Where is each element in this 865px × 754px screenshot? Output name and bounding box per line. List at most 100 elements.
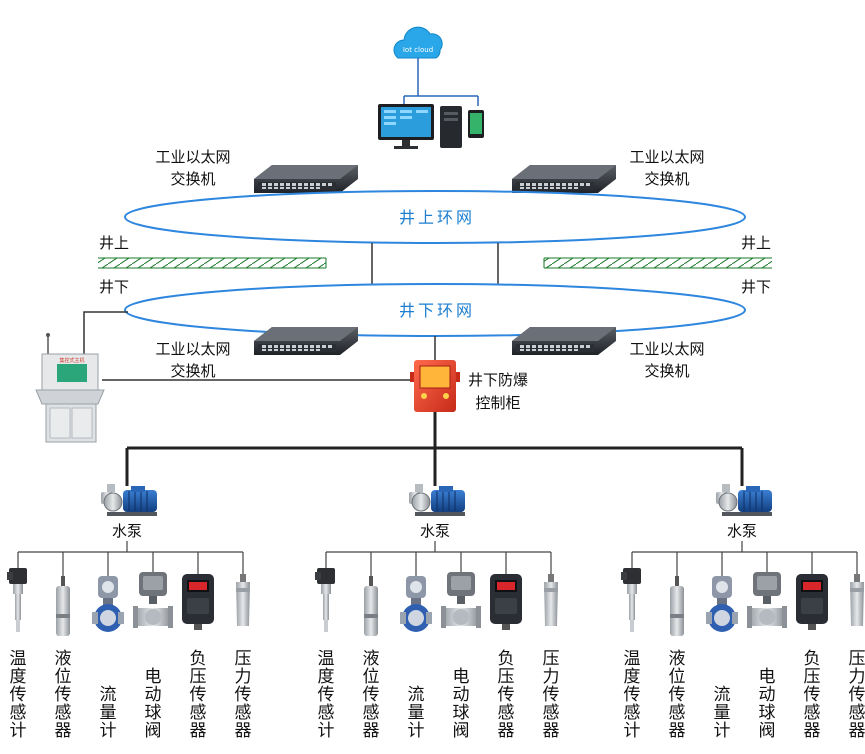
- console-ring-link: [84, 312, 128, 356]
- negpressure-sensor-label-char: 压: [498, 667, 515, 687]
- ground-below-right: 井下: [741, 278, 771, 296]
- level-sensor-label-char: 液: [669, 649, 686, 669]
- negpressure-sensor-label-char: 传: [804, 685, 821, 705]
- pressure-sensor-label-char: 力: [235, 667, 252, 687]
- flow-sensor-label-char: 计: [100, 721, 117, 741]
- pressure-sensor-label-char: 压: [849, 649, 865, 669]
- water-pump-icon: [409, 484, 465, 516]
- temperature-sensor-icon: [7, 568, 27, 632]
- control-console-icon: 集控式主机: [36, 333, 104, 442]
- flow-sensor-icon: [92, 576, 124, 632]
- pressure-sensor-label-char: 器: [235, 721, 252, 741]
- ground-surface-left: [98, 258, 326, 268]
- negpressure-sensor-label-char: 感: [804, 703, 821, 723]
- switch-bottom-left-label-1: 工业以太网: [155, 340, 230, 358]
- temperature-sensor-label-char: 度: [318, 667, 335, 687]
- negpressure-sensor-label-char: 传: [190, 685, 207, 705]
- level-sensor-label-char: 传: [55, 685, 72, 705]
- flow-sensor-label-char: 量: [408, 703, 425, 723]
- level-sensor-label-char: 液: [55, 649, 72, 669]
- pressure-sensor-label-char: 传: [543, 685, 560, 705]
- valve-sensor-label-char: 动: [145, 685, 162, 705]
- workstation-icon: [378, 104, 484, 149]
- level-sensor-icon: [364, 576, 378, 636]
- level-sensor-label-char: 器: [363, 721, 380, 741]
- switch-bottom-right-icon: [512, 327, 616, 355]
- switch-top-left-label-2: 交换机: [170, 170, 215, 188]
- pressure-sensor-label-char: 力: [543, 667, 560, 687]
- ground-below-left: 井下: [99, 278, 129, 296]
- negpressure-sensor-label-char: 压: [804, 667, 821, 687]
- negpressure-sensor-label-char: 负: [804, 649, 821, 669]
- ground-surface-right: [544, 258, 772, 268]
- level-sensor-label-char: 传: [669, 685, 686, 705]
- pressure-sensor-label-char: 传: [235, 685, 252, 705]
- valve-sensor-icon: [747, 572, 787, 628]
- level-sensor-icon: [56, 576, 70, 636]
- switch-bottom-right-label-2: 交换机: [644, 362, 689, 380]
- level-sensor-label-char: 位: [55, 667, 72, 687]
- cabinet-label-1: 井下防爆: [468, 371, 528, 389]
- flow-sensor-label-char: 量: [100, 703, 117, 723]
- console-screen-label: 集控式主机: [59, 357, 84, 364]
- switch-bottom-right-label-1: 工业以太网: [629, 340, 704, 358]
- valve-sensor-label-char: 动: [453, 685, 470, 705]
- temperature-sensor-label-char: 感: [10, 703, 27, 723]
- temperature-sensor-label-char: 度: [624, 667, 641, 687]
- valve-sensor-icon: [441, 572, 481, 628]
- pressure-sensor-label-char: 器: [543, 721, 560, 741]
- upper-ring-label: 井上环网: [399, 208, 475, 227]
- level-sensor-label-char: 传: [363, 685, 380, 705]
- switch-bottom-left-icon: [254, 327, 358, 355]
- switch-top-right-label-1: 工业以太网: [629, 148, 704, 166]
- negpressure-sensor-label-char: 器: [804, 721, 821, 741]
- iot-cloud-icon: Iot cloud: [394, 27, 442, 58]
- pressure-sensor-label-char: 压: [235, 649, 252, 669]
- valve-sensor-label-char: 球: [453, 703, 470, 723]
- pump-label: 水泵: [727, 522, 757, 540]
- pressure-sensor-label-char: 感: [235, 703, 252, 723]
- cabinet-label-2: 控制柜: [475, 394, 520, 412]
- valve-sensor-label-char: 动: [759, 685, 776, 705]
- temperature-sensor-label-char: 温: [624, 649, 641, 669]
- valve-sensor-label-char: 电: [453, 667, 470, 687]
- level-sensor-label-char: 器: [55, 721, 72, 741]
- negpressure-sensor-label-char: 传: [498, 685, 515, 705]
- valve-sensor-label-char: 阀: [759, 721, 776, 741]
- valve-sensor-label-char: 球: [759, 703, 776, 723]
- water-pump-icon: [101, 484, 157, 516]
- cloud-label: Iot cloud: [403, 46, 433, 54]
- negpressure-sensor-label-char: 感: [190, 703, 207, 723]
- negpressure-sensor-label-char: 压: [190, 667, 207, 687]
- flow-sensor-label-char: 流: [408, 685, 425, 705]
- switch-top-right-label-2: 交换机: [644, 170, 689, 188]
- pump-label: 水泵: [112, 522, 142, 540]
- level-sensor-icon: [670, 576, 684, 636]
- level-sensor-label-char: 位: [669, 667, 686, 687]
- level-sensor-label-char: 感: [363, 703, 380, 723]
- pressure-sensor-label-char: 器: [849, 721, 865, 741]
- negpressure-sensor-icon: [182, 574, 214, 630]
- temperature-sensor-label-char: 温: [318, 649, 335, 669]
- temperature-sensor-label-char: 传: [10, 685, 27, 705]
- level-sensor-label-char: 感: [55, 703, 72, 723]
- temperature-sensor-icon: [315, 568, 335, 632]
- flow-sensor-label-char: 计: [714, 721, 731, 741]
- temperature-sensor-label-char: 温: [10, 649, 27, 669]
- flow-sensor-label-char: 流: [714, 685, 731, 705]
- negpressure-sensor-label-char: 负: [498, 649, 515, 669]
- pressure-sensor-label-char: 传: [849, 685, 865, 705]
- temperature-sensor-label-char: 度: [10, 667, 27, 687]
- switch-bottom-left-label-2: 交换机: [170, 362, 215, 380]
- valve-sensor-icon: [133, 572, 173, 628]
- level-sensor-label-char: 感: [669, 703, 686, 723]
- switch-top-left-icon: [254, 165, 358, 193]
- pressure-sensor-label-char: 感: [543, 703, 560, 723]
- flow-sensor-label-char: 计: [408, 721, 425, 741]
- switch-top-right-icon: [512, 165, 616, 193]
- level-sensor-label-char: 器: [669, 721, 686, 741]
- explosion-proof-cabinet-icon: [410, 360, 460, 412]
- switch-top-left-label-1: 工业以太网: [155, 148, 230, 166]
- temperature-sensor-label-char: 计: [10, 721, 27, 741]
